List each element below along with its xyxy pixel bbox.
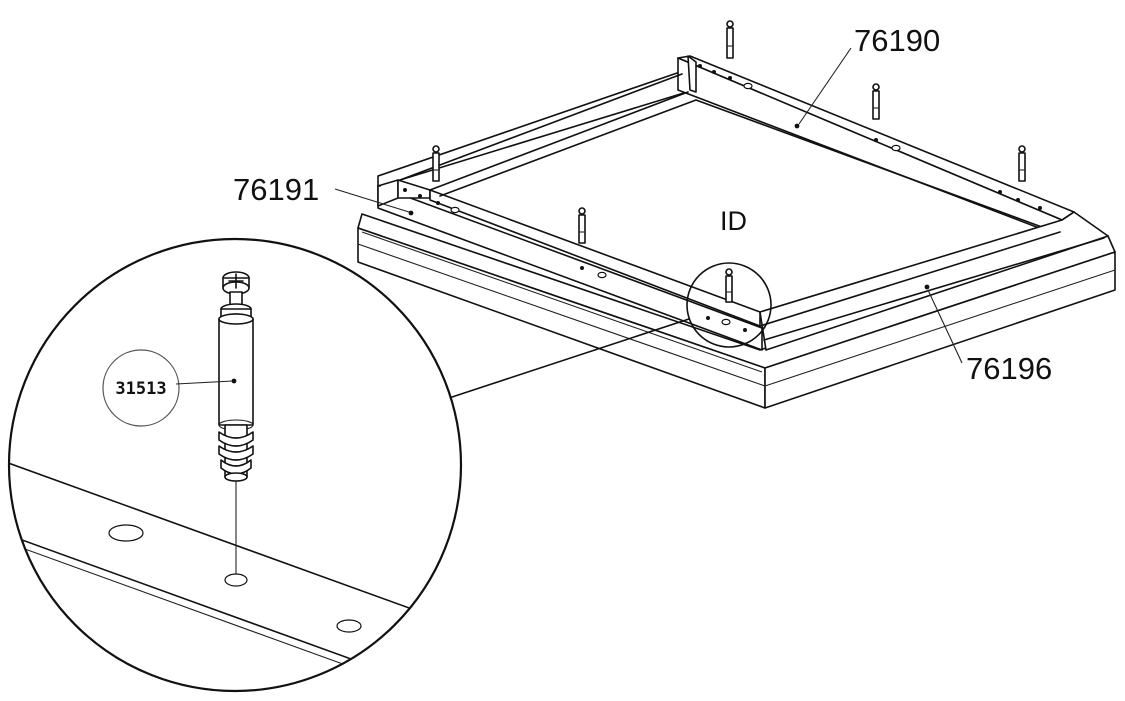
detail-hole [336, 619, 362, 633]
frame-left-rail-step [397, 179, 431, 199]
leader-76196 [927, 289, 963, 364]
detail-connector-line [448, 318, 690, 399]
part-code-label: 31513 [115, 379, 166, 399]
connector-pin [725, 268, 733, 303]
connector-pins [432, 20, 1026, 303]
label-76191: 76191 [233, 172, 319, 207]
label-76196: 76196 [966, 351, 1052, 386]
detail-hole [224, 573, 248, 587]
frame-back-rail-end [687, 55, 697, 93]
base-panel [357, 213, 1116, 409]
detail-marker-circle [686, 262, 772, 348]
part-code-bubble [102, 349, 180, 427]
detail-hole [108, 524, 144, 542]
label-76190: 76190 [854, 23, 940, 58]
frame-back-left-edge [377, 71, 701, 187]
detail-marker-label: ID [720, 206, 747, 236]
leader-76191 [334, 188, 410, 213]
detail-rail-edge [10, 459, 460, 631]
connector-pin [578, 207, 586, 244]
base-panel-right-edge [764, 251, 1116, 409]
frame [377, 55, 1109, 351]
cam-dowel-pin [218, 271, 254, 482]
connector-pin [872, 83, 880, 120]
connector-pin [726, 20, 734, 59]
connector-pin [1018, 145, 1026, 182]
leader-76190 [798, 47, 852, 125]
rail-holes [403, 64, 1042, 332]
detail-view: 31513 [7, 237, 463, 693]
connector-pin [432, 145, 440, 182]
